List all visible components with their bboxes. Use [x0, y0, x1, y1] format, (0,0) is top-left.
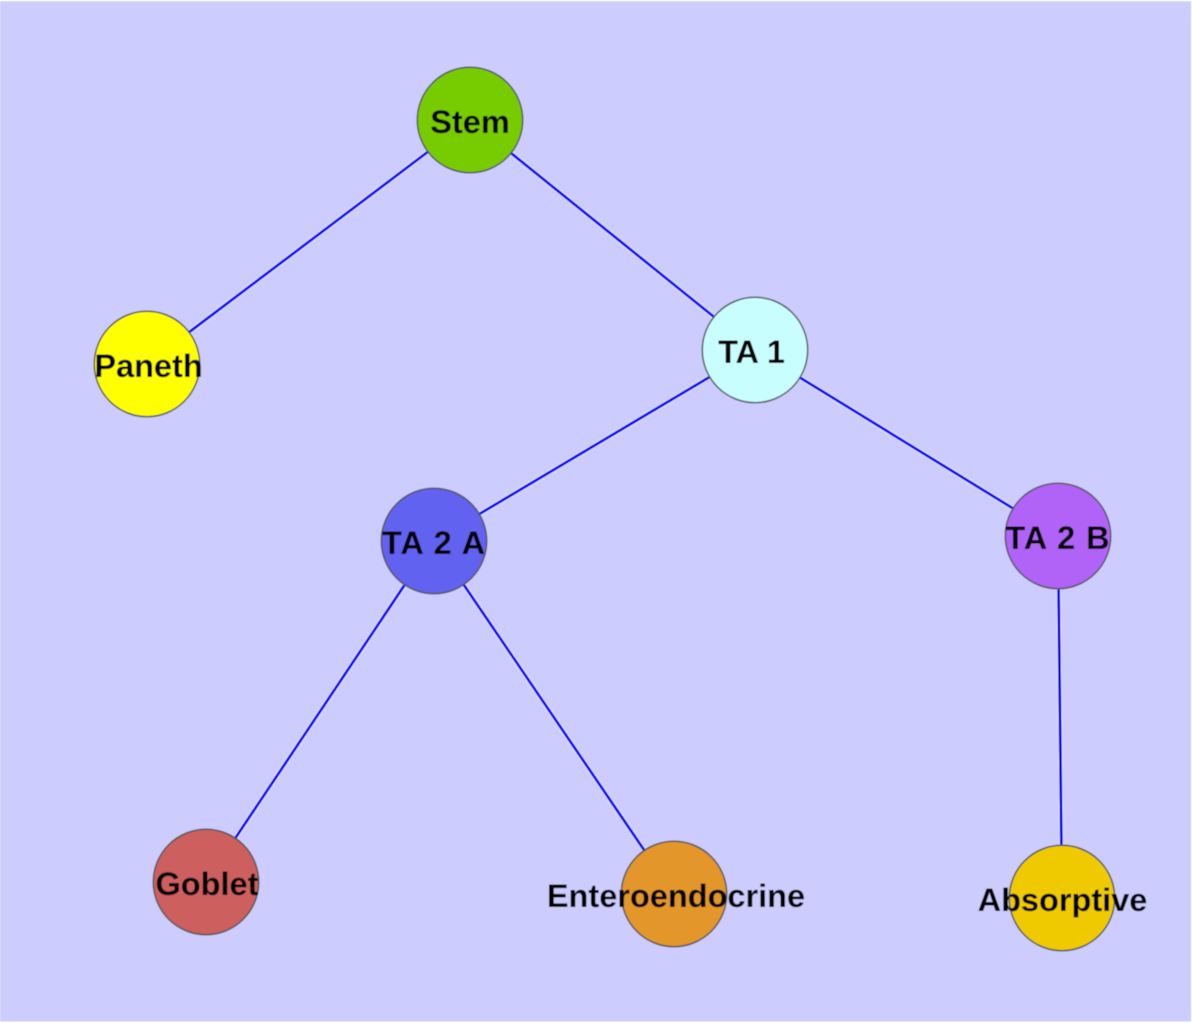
- svg-text:Paneth: Paneth: [94, 348, 202, 384]
- svg-text:TA 2 A: TA 2 A: [382, 525, 486, 561]
- svg-text:TA 1: TA 1: [718, 334, 785, 370]
- svg-text:Goblet: Goblet: [156, 866, 259, 902]
- svg-text:Enteroendocrine: Enteroendocrine: [547, 878, 805, 914]
- svg-text:Absorptive: Absorptive: [978, 882, 1148, 918]
- svg-text:TA 2 B: TA 2 B: [1005, 520, 1110, 556]
- svg-text:Stem: Stem: [430, 104, 509, 140]
